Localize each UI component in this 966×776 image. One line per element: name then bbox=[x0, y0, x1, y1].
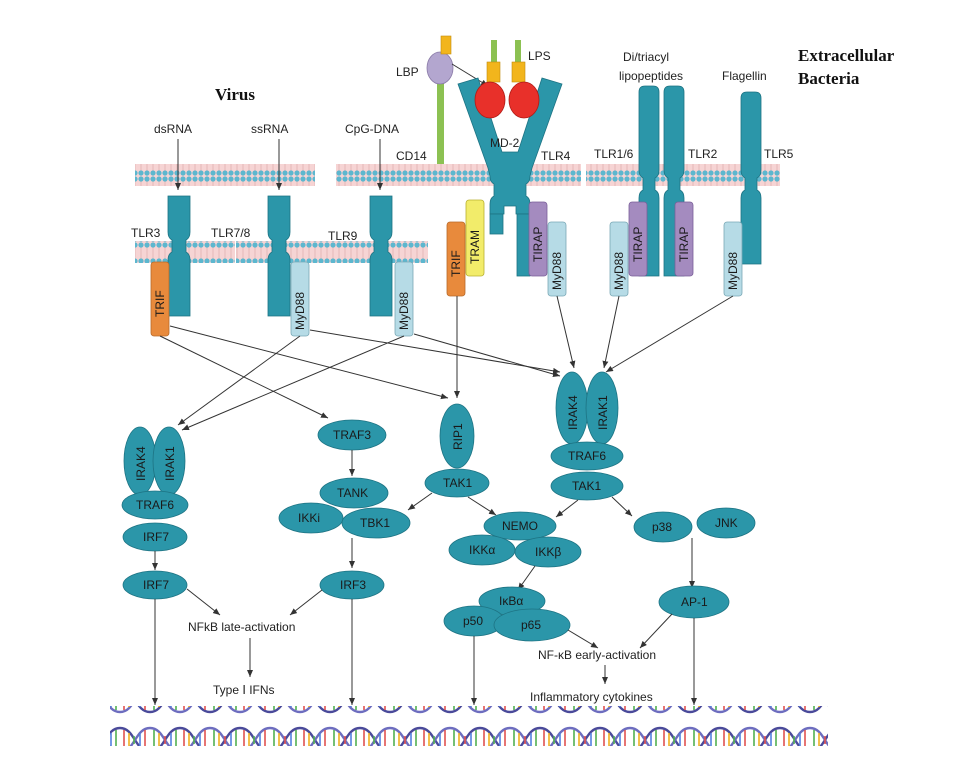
jnk-node bbox=[696, 507, 756, 539]
ikkb-node bbox=[514, 536, 582, 568]
myd88-label-tlr16: MyD88 bbox=[612, 252, 626, 290]
tbk1-label: TBK1 bbox=[360, 516, 390, 530]
md2-label: MD-2 bbox=[490, 136, 520, 150]
lps-head-1 bbox=[486, 61, 501, 83]
tram-label: TRAM bbox=[468, 230, 482, 264]
cd14-label: CD14 bbox=[396, 149, 427, 163]
ap1-label: AP-1 bbox=[681, 595, 708, 609]
tak1-node-left bbox=[424, 468, 490, 498]
traf6-label-right: TRAF6 bbox=[568, 449, 606, 463]
type1-ifns-label: Type Ⅰ IFNs bbox=[213, 683, 275, 697]
tirap-adaptor-tlr16 bbox=[628, 201, 648, 277]
irf7-label-1: IRF7 bbox=[143, 530, 169, 544]
trif-label-tlr4: TRIF bbox=[449, 250, 463, 277]
tlr16-label: TLR1/6 bbox=[594, 147, 634, 161]
jnk-label: JNK bbox=[715, 516, 738, 530]
ikka-label: IKKα bbox=[469, 543, 495, 557]
lipopeptides-label-line2: lipopeptides bbox=[619, 69, 683, 83]
bacteria-header-line2: Bacteria bbox=[798, 69, 860, 88]
myd88-label-tlr9: MyD88 bbox=[397, 292, 411, 330]
lbp-label: LBP bbox=[396, 65, 419, 79]
p65-label: p65 bbox=[521, 618, 541, 632]
nemo-node bbox=[483, 511, 557, 541]
traf6-label-left: TRAF6 bbox=[136, 498, 174, 512]
tlr2-label: TLR2 bbox=[688, 147, 718, 161]
tak1-node-right bbox=[550, 471, 624, 501]
dsrna-label: dsRNA bbox=[154, 122, 192, 136]
myd88-label-tlr4: MyD88 bbox=[550, 252, 564, 290]
md2-protein-2 bbox=[508, 81, 540, 119]
lipopeptides-label-line1: Di/triacyl bbox=[623, 50, 669, 64]
p38-node bbox=[633, 511, 693, 543]
lbp-protein bbox=[426, 51, 454, 85]
tlr3-label: TLR3 bbox=[131, 226, 161, 240]
ikki-label: IKKi bbox=[298, 511, 320, 525]
tlr9-receptor bbox=[369, 195, 393, 317]
lps-head-lbp bbox=[440, 35, 452, 55]
irf3-label: IRF3 bbox=[340, 578, 366, 592]
lps-stalk-1 bbox=[491, 40, 497, 62]
tirap-label-tlr4: TIRAP bbox=[531, 227, 545, 262]
tirap-label-tlr16: TIRAP bbox=[631, 227, 645, 262]
myd88-label-tlr5: MyD88 bbox=[726, 252, 740, 290]
lps-stalk-2 bbox=[515, 40, 521, 62]
tram-adaptor bbox=[465, 199, 485, 277]
ssrna-label: ssRNA bbox=[251, 122, 288, 136]
irak1-label-left: IRAK1 bbox=[163, 446, 177, 481]
traf3-label: TRAF3 bbox=[333, 428, 371, 442]
p50-label: p50 bbox=[463, 614, 483, 628]
tank-node bbox=[319, 477, 389, 509]
p65-node bbox=[493, 608, 571, 642]
nfkb-early-activation-label: NF-κB early-activation bbox=[538, 648, 656, 662]
traf6-node-right bbox=[550, 441, 624, 471]
irak4-label-left: IRAK4 bbox=[134, 446, 148, 481]
tank-label: TANK bbox=[337, 486, 368, 500]
tlr78-receptor bbox=[267, 195, 291, 317]
tak1-label-left: TAK1 bbox=[443, 476, 472, 490]
lps-head-2 bbox=[511, 61, 526, 83]
rip1-label: RIP1 bbox=[451, 423, 465, 450]
tirap-adaptor-tlr2 bbox=[674, 201, 694, 277]
dna-helix bbox=[110, 706, 828, 746]
tbk1-node bbox=[341, 507, 411, 539]
nfkb-late-activation-label: NFkB late-activation bbox=[188, 620, 295, 634]
ikba-label: IκBα bbox=[499, 594, 523, 608]
cd14-stalk bbox=[437, 82, 444, 164]
cpg-dna-label: CpG-DNA bbox=[345, 122, 399, 136]
irak4-label-right: IRAK4 bbox=[566, 395, 580, 430]
trif-adaptor-tlr4 bbox=[446, 221, 466, 297]
rip1-node bbox=[439, 403, 475, 469]
trif-label-tlr3: TRIF bbox=[153, 290, 167, 317]
tak1-label-right: TAK1 bbox=[572, 479, 601, 493]
irak1-label-right: IRAK1 bbox=[596, 395, 610, 430]
tlr78-label: TLR7/8 bbox=[211, 226, 251, 240]
inflammatory-cytokines-label: Inflammatory cytokines bbox=[530, 690, 653, 704]
traf6-node-left bbox=[121, 490, 189, 520]
tlr9-label: TLR9 bbox=[328, 229, 358, 243]
tlr5-label: TLR5 bbox=[764, 147, 794, 161]
tlr3-receptor bbox=[167, 195, 191, 317]
md2-protein-1 bbox=[474, 81, 506, 119]
virus-header: Virus bbox=[215, 85, 255, 104]
bacteria-header-line1: Extracellular bbox=[798, 46, 895, 65]
tlr5-receptor bbox=[740, 91, 762, 265]
p38-label: p38 bbox=[652, 520, 672, 534]
nemo-label: NEMO bbox=[502, 519, 538, 533]
ikkb-label: IKKβ bbox=[535, 545, 561, 559]
ikki-node bbox=[278, 502, 344, 534]
tlr4-label: TLR4 bbox=[541, 149, 571, 163]
lps-label: LPS bbox=[528, 49, 551, 63]
flagellin-label: Flagellin bbox=[722, 69, 767, 83]
irf7-label-2: IRF7 bbox=[143, 578, 169, 592]
tirap-label-tlr2: TIRAP bbox=[677, 227, 691, 262]
tirap-adaptor-tlr4 bbox=[528, 201, 548, 277]
myd88-label-tlr78: MyD88 bbox=[293, 292, 307, 330]
